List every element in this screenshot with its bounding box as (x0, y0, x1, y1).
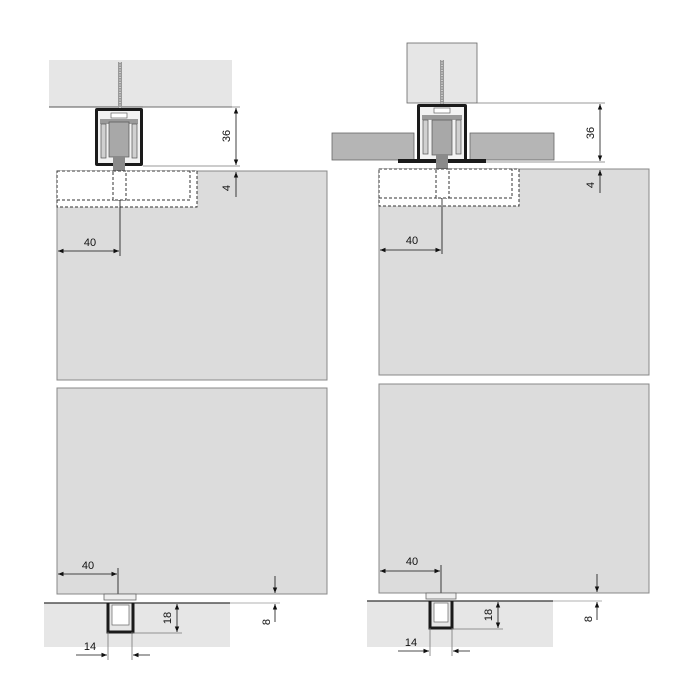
side-panel-left (331, 132, 415, 161)
dimension-guide-depth (452, 602, 503, 630)
floor (44, 603, 230, 647)
left-variant: 36 4 40 40 18 (44, 60, 328, 660)
hidden-recess (56, 170, 198, 208)
dimension-guide-width (76, 632, 150, 660)
door-panel-lower (378, 383, 650, 594)
dim-label-guide-width: 14 (405, 637, 417, 649)
floor-guide-channel (428, 601, 454, 630)
dim-label-offset-top: 40 (406, 235, 418, 247)
dim-label-offset-top: 40 (84, 237, 96, 249)
ceiling-block (49, 60, 232, 107)
dimension-offset-bottom (58, 568, 119, 594)
side-panel-right (469, 132, 555, 161)
door-guide-plate (425, 592, 457, 600)
dim-label-track-height: 36 (221, 130, 233, 142)
right-variant: 36 4 40 40 18 8 (331, 42, 650, 656)
dimension-guide-depth (133, 604, 182, 634)
dim-label-offset-bottom: 40 (406, 556, 418, 568)
top-track-profile (417, 104, 467, 169)
dimension-guide-width (398, 628, 470, 656)
dim-label-track-height: 36 (585, 127, 597, 139)
dim-label-bottom-gap: 8 (261, 619, 273, 625)
dim-label-guide-depth: 18 (162, 612, 174, 624)
door-panel-lower (56, 387, 328, 595)
dimension-track-height (143, 106, 240, 167)
dim-label-guide-depth: 18 (483, 609, 495, 621)
dim-label-top-gap: 4 (221, 185, 233, 191)
dim-label-guide-width: 14 (84, 641, 96, 653)
door-guide-plate (103, 593, 137, 601)
floor (367, 601, 553, 647)
floor-guide-channel (106, 603, 135, 634)
dimension-offset-top (380, 198, 443, 254)
top-track-profile (95, 108, 143, 171)
dim-label-top-gap: 4 (585, 182, 597, 188)
dim-label-offset-bottom: 40 (82, 560, 94, 572)
dimension-track-height (477, 102, 605, 163)
dimension-offset-top (58, 200, 121, 256)
dim-label-bottom-gap: 8 (583, 616, 595, 622)
dimension-offset-bottom (380, 565, 442, 593)
